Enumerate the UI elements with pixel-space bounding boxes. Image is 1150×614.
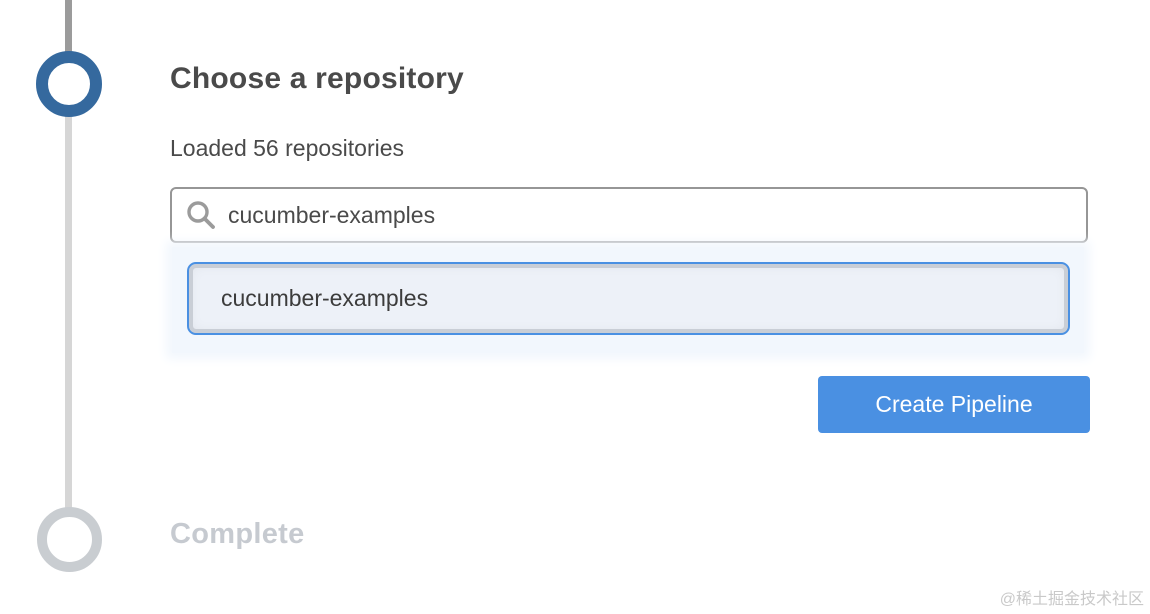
step-label-complete: Complete [170,518,305,550]
create-pipeline-button[interactable]: Create Pipeline [818,376,1090,433]
page-title: Choose a repository [170,62,464,95]
stepper-rail-bottom [65,112,72,510]
repository-search-box[interactable] [170,187,1088,243]
repository-search-input[interactable] [228,189,1072,241]
repository-name-label: cucumber-examples [221,285,429,311]
search-icon [187,201,215,229]
step-indicator-choose-repository [36,51,102,117]
watermark-text: @稀土掘金技术社区 [999,591,1144,608]
repository-results-panel: cucumber-examples [172,247,1084,353]
repository-list-item-selected[interactable]: cucumber-examples [187,262,1070,335]
step-indicator-complete [37,507,102,572]
stepper-rail-top [65,0,72,54]
repositories-loaded-status: Loaded 56 repositories [170,135,404,161]
